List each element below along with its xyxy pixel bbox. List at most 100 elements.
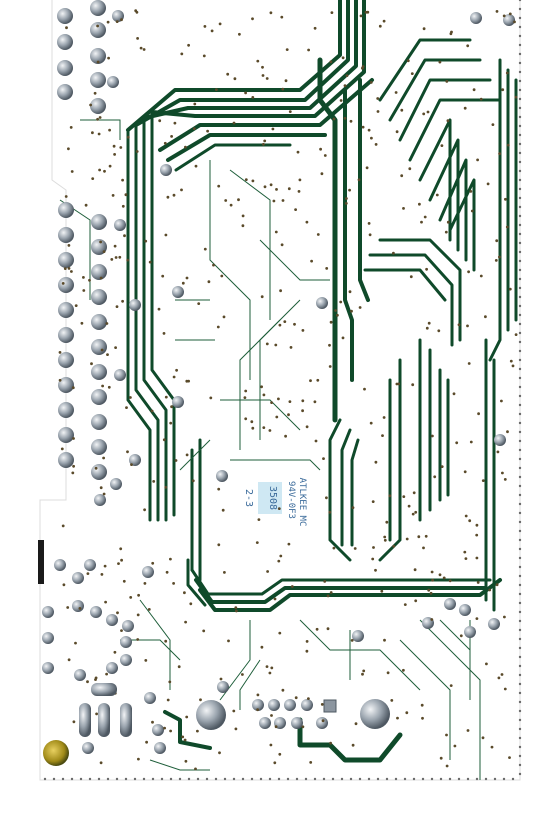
via bbox=[504, 197, 507, 201]
via bbox=[439, 756, 443, 760]
via bbox=[374, 460, 378, 464]
perimeter-dot bbox=[518, 493, 522, 497]
perimeter-dot bbox=[518, 115, 522, 119]
via bbox=[210, 29, 214, 33]
through-hole-pad bbox=[74, 669, 86, 681]
via bbox=[277, 397, 280, 401]
via bbox=[237, 198, 240, 202]
via bbox=[371, 557, 375, 561]
via bbox=[99, 486, 103, 490]
via bbox=[185, 276, 189, 280]
perimeter-dot bbox=[518, 214, 522, 218]
via bbox=[169, 421, 173, 425]
via bbox=[307, 48, 310, 52]
via bbox=[444, 230, 448, 234]
via bbox=[164, 395, 168, 399]
via bbox=[120, 558, 123, 562]
perimeter-dot bbox=[518, 619, 522, 623]
through-hole-pad bbox=[91, 214, 107, 230]
via bbox=[320, 172, 324, 176]
perimeter-dot bbox=[70, 777, 74, 781]
via bbox=[469, 190, 473, 193]
via bbox=[203, 247, 207, 251]
via bbox=[376, 97, 380, 100]
perimeter-dot bbox=[97, 777, 101, 781]
via bbox=[326, 594, 330, 598]
perimeter-dot bbox=[518, 277, 522, 281]
via bbox=[378, 24, 382, 28]
via bbox=[199, 698, 202, 702]
via bbox=[262, 142, 265, 146]
through-hole-pad bbox=[58, 202, 74, 218]
through-hole-pad bbox=[72, 600, 84, 612]
perimeter-dot bbox=[518, 385, 522, 389]
via bbox=[281, 199, 285, 202]
via bbox=[67, 244, 71, 247]
perimeter-dot bbox=[518, 286, 522, 290]
via bbox=[372, 546, 375, 549]
via bbox=[74, 304, 78, 307]
through-hole-pad bbox=[42, 662, 54, 674]
via bbox=[315, 627, 319, 631]
via bbox=[91, 131, 94, 135]
via bbox=[262, 393, 266, 397]
perimeter-dot bbox=[518, 106, 522, 110]
via bbox=[105, 672, 108, 676]
via bbox=[229, 203, 233, 207]
via bbox=[322, 457, 325, 460]
via bbox=[361, 125, 365, 129]
perimeter-dot bbox=[518, 547, 522, 551]
via bbox=[364, 10, 368, 14]
gold-test-pad bbox=[43, 740, 69, 766]
perimeter-dot bbox=[518, 196, 522, 200]
via bbox=[108, 164, 112, 168]
via bbox=[89, 103, 92, 107]
via bbox=[397, 382, 401, 386]
via bbox=[288, 400, 292, 403]
via bbox=[445, 733, 448, 737]
via bbox=[407, 504, 411, 508]
via bbox=[135, 150, 139, 153]
via bbox=[257, 518, 261, 521]
via bbox=[222, 315, 226, 319]
via bbox=[472, 88, 476, 92]
perimeter-dot bbox=[518, 241, 522, 245]
via bbox=[420, 220, 423, 224]
perimeter-dot bbox=[518, 25, 522, 29]
via bbox=[275, 415, 279, 419]
via bbox=[284, 79, 288, 83]
via bbox=[260, 385, 263, 389]
via bbox=[220, 274, 224, 278]
via bbox=[196, 729, 199, 733]
perimeter-dot bbox=[518, 466, 522, 470]
perimeter-dot bbox=[518, 682, 522, 686]
via bbox=[307, 697, 310, 700]
perimeter-dot bbox=[518, 34, 522, 38]
via bbox=[94, 466, 98, 470]
through-hole-pad bbox=[494, 434, 506, 446]
via bbox=[475, 617, 479, 620]
via bbox=[191, 479, 195, 483]
through-hole-pad bbox=[57, 34, 73, 50]
via bbox=[332, 546, 336, 550]
via bbox=[185, 715, 189, 719]
via bbox=[233, 77, 237, 81]
via bbox=[500, 673, 504, 676]
via bbox=[336, 313, 339, 317]
via bbox=[158, 119, 162, 123]
via bbox=[209, 396, 213, 400]
via bbox=[405, 711, 409, 715]
via bbox=[106, 353, 109, 356]
via bbox=[130, 463, 133, 466]
via bbox=[349, 119, 353, 123]
via bbox=[265, 342, 269, 346]
via bbox=[123, 234, 126, 238]
via bbox=[244, 91, 248, 95]
perimeter-dot bbox=[232, 777, 236, 781]
via bbox=[148, 260, 152, 264]
through-hole-pad bbox=[114, 369, 126, 381]
via bbox=[467, 270, 470, 274]
via bbox=[99, 761, 103, 765]
via bbox=[361, 672, 364, 676]
via bbox=[280, 15, 284, 19]
